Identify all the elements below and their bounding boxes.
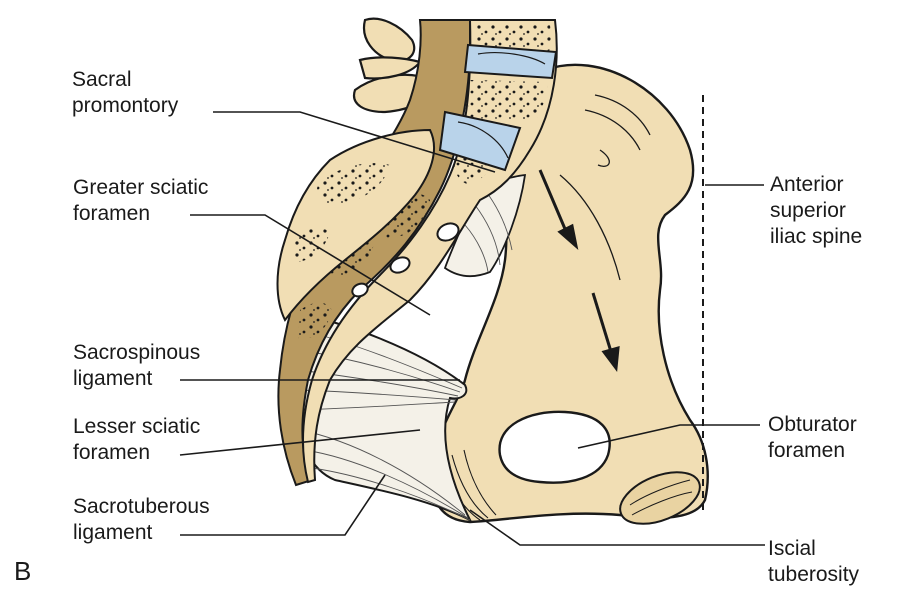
obturator-foramen-shape xyxy=(498,410,611,484)
iliac-texture xyxy=(559,94,651,281)
force-arrows xyxy=(538,169,620,372)
panel-letter: B xyxy=(14,556,32,586)
label-obturator-foramen: Obturator foramen xyxy=(768,413,857,462)
label-anterior-superior-iliac-spine: Anterior superior iliac spine xyxy=(770,173,863,248)
label-iscial-tuberosity: Iscial tuberosity xyxy=(768,537,860,586)
intervertebral-discs xyxy=(438,43,558,172)
label-sacral-promontory: Sacral promontory xyxy=(72,68,179,117)
hip-bone xyxy=(430,63,709,524)
sacral-foramina xyxy=(351,222,460,298)
label-lesser-sciatic-foramen: Lesser sciatic foramen xyxy=(73,415,201,464)
label-sacrospinous-ligament: Sacrospinous ligament xyxy=(73,341,201,390)
pubic-texture xyxy=(629,479,693,516)
label-greater-sciatic-foramen: Greater sciatic foramen xyxy=(73,176,209,225)
leader-lines xyxy=(179,111,765,546)
label-sacrotuberous-ligament: Sacrotuberous ligament xyxy=(73,495,210,544)
sacral-wing xyxy=(276,128,435,322)
